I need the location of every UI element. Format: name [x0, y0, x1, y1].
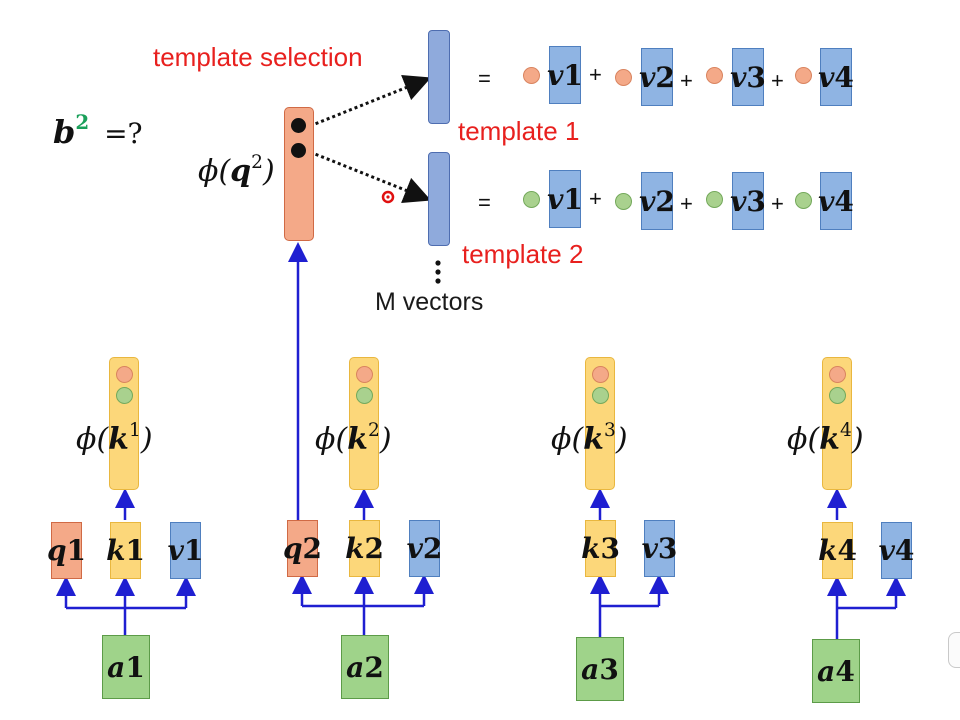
- template-2-label: template 2: [462, 239, 584, 269]
- b2-question: b2 =?: [53, 110, 143, 151]
- plus-sign: +: [771, 191, 784, 216]
- phi-q2-dot-1: [291, 118, 306, 133]
- weight-dot-orange: [356, 366, 373, 383]
- template-1-vector: [428, 30, 450, 124]
- arrow-a2-tree: [302, 604, 424, 635]
- b-superscript: 2: [75, 110, 90, 134]
- question-mark: =?: [104, 116, 143, 150]
- plus-sign: +: [680, 191, 693, 216]
- plus-sign: +: [771, 68, 784, 93]
- weight-dot-green: [615, 193, 632, 210]
- weight-dot-green: [592, 387, 609, 404]
- slide-control-edge[interactable]: [948, 632, 960, 668]
- plus-sign: +: [589, 62, 602, 87]
- weight-dot-orange: [615, 69, 632, 86]
- weight-dot-orange: [592, 366, 609, 383]
- weight-dot-green: [706, 191, 723, 208]
- phi-k3-label: ϕ(k3): [551, 420, 628, 458]
- template-1-label: template 1: [458, 116, 580, 146]
- weight-dot-green: [795, 192, 812, 209]
- weight-dot-green: [523, 191, 540, 208]
- vertical-ellipsis: [435, 260, 441, 284]
- phi-k4-label: ϕ(k4): [787, 420, 864, 458]
- phi-k2-label: ϕ(k2): [315, 420, 392, 458]
- weight-dot-green: [829, 387, 846, 404]
- b-symbol: b: [53, 112, 76, 151]
- selection-arrow-1: [309, 75, 432, 128]
- weight-dot-green: [116, 387, 133, 404]
- equals-sign-1: =: [478, 66, 491, 91]
- weight-dot-green: [356, 387, 373, 404]
- red-ring-cursor: [381, 190, 395, 204]
- phi-q2-dot-2: [291, 143, 306, 158]
- arrow-a4-tree: [835, 606, 896, 639]
- phi-k1-label: ϕ(k1): [76, 420, 153, 458]
- weight-dot-orange: [523, 67, 540, 84]
- template-2-vector: [428, 152, 450, 246]
- weight-dot-orange: [795, 67, 812, 84]
- selection-arrow-2: [309, 150, 432, 203]
- plus-sign: +: [589, 186, 602, 211]
- arrow-a3-tree: [598, 604, 659, 637]
- arrow-a1-tree: [66, 606, 186, 635]
- template-selection-label: template selection: [153, 42, 363, 72]
- weight-dot-orange: [706, 67, 723, 84]
- plus-sign: +: [680, 68, 693, 93]
- weight-dot-orange: [116, 366, 133, 383]
- equals-sign-2: =: [478, 190, 491, 215]
- m-vectors-label: M vectors: [375, 288, 484, 316]
- weight-dot-orange: [829, 366, 846, 383]
- phi-q2-label: ϕ(q2): [198, 152, 275, 190]
